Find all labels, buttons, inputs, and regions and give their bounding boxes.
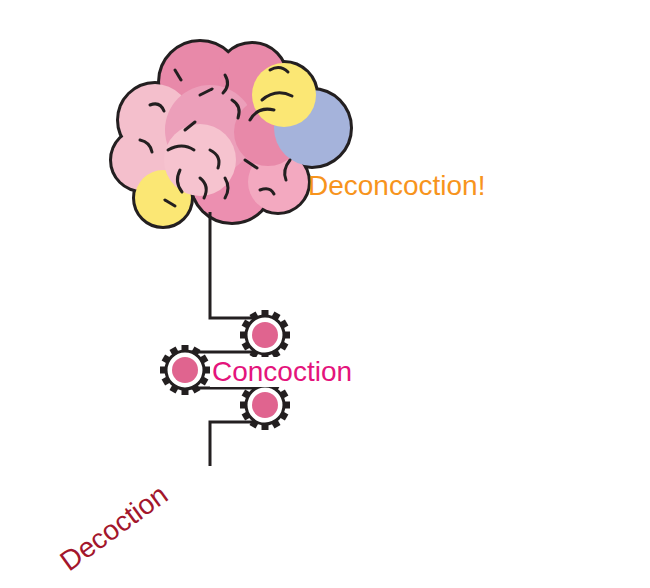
brain-lobe xyxy=(252,63,316,127)
brain-fold xyxy=(200,178,206,198)
gear-dot xyxy=(252,392,278,418)
gear-dot xyxy=(172,357,198,383)
belt-wire xyxy=(167,212,282,466)
brain-fold xyxy=(245,160,257,168)
brain-fold xyxy=(150,104,164,111)
gear-body xyxy=(246,386,284,424)
brain-fold xyxy=(200,89,212,95)
brain-fold xyxy=(250,109,274,120)
brain-lobe-outline xyxy=(252,63,316,127)
gear-body xyxy=(166,351,204,389)
brain-fold xyxy=(175,70,181,80)
brain-lobe xyxy=(164,124,236,196)
gear xyxy=(240,380,290,430)
brain-fold xyxy=(232,100,239,118)
brain-fold xyxy=(225,178,228,198)
brain-fold xyxy=(168,146,194,150)
brain-fold xyxy=(270,67,288,72)
brain-fold xyxy=(185,122,195,130)
brain-fold xyxy=(140,140,152,152)
brain-fold xyxy=(177,170,182,192)
brain-fold xyxy=(285,160,290,180)
label-text: Decoction xyxy=(56,480,173,576)
gear xyxy=(160,345,210,395)
gear-body xyxy=(246,316,284,354)
brain-fold xyxy=(260,189,274,194)
label-text: Concoction xyxy=(210,357,354,387)
gear xyxy=(240,310,290,360)
brain-folds xyxy=(140,67,292,206)
brain-lobe-outline xyxy=(164,124,236,196)
brain-fold xyxy=(262,93,292,100)
brain-fold xyxy=(210,150,219,168)
gear-dot xyxy=(252,322,278,348)
brain-fold xyxy=(223,75,228,93)
label-text: Deconcoction! xyxy=(308,172,485,200)
brain-fold xyxy=(165,200,175,206)
